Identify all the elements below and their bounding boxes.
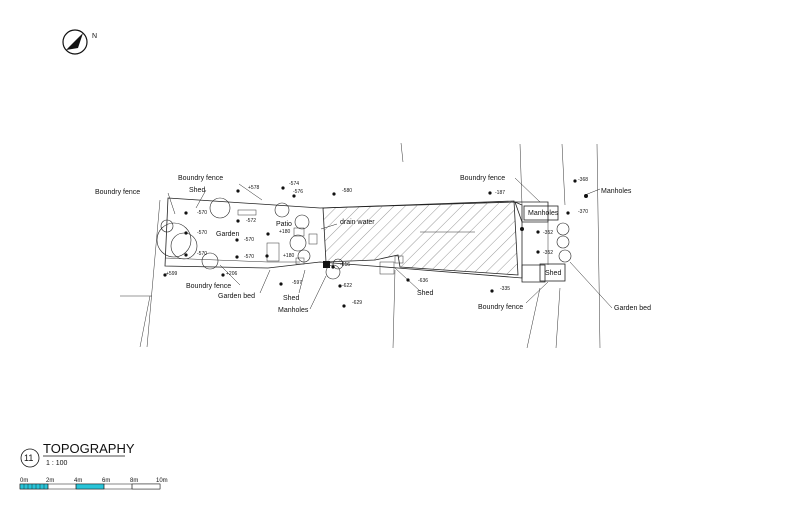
level-label: -580 [342,188,352,194]
label-shed-bottom: Shed [283,295,299,302]
level-label: +599 [166,271,177,277]
label-shed-box: Shed [545,270,561,277]
level-label: -576 [293,189,303,195]
drawing-number: 11 [24,453,33,463]
label-boundry-fence-bottom: Boundry fence [186,283,231,290]
level-label: -572 [246,218,256,224]
patio-structures [237,209,404,275]
hatched-building [322,200,519,276]
plan-labels: Boundry fence Boundry fence Shed Garden … [95,175,651,314]
level-label: -636 [418,278,428,284]
scale-tick-label: 2m [46,478,54,484]
scale-tick-label: 8m [130,478,138,484]
level-label: -187 [495,190,505,196]
label-manholes-right: Manholes [601,188,632,195]
level-label: -368 [578,177,588,183]
label-garden: Garden [216,231,239,238]
level-label: -570 [197,251,207,257]
scale-bar: 0m 2m 4m 6m 8m 10m [19,478,168,490]
level-label: -574 [289,181,299,187]
label-manholes-bottom: Manholes [278,307,309,314]
level-label: -370 [578,209,588,215]
label-boundry-fence-top: Boundry fence [178,175,223,182]
north-letter: N [92,33,97,40]
level-label: -352 [543,230,553,236]
label-garden-bed-bottom: Garden bed [218,293,255,300]
level-label: -629 [352,300,362,306]
drawing-scale: 1 : 100 [46,460,68,467]
context-lines [120,142,601,349]
label-shed-top-left: Shed [189,187,205,194]
level-label: +578 [248,185,259,191]
level-label: -335 [500,286,510,292]
level-label: -616 [340,262,350,268]
level-label: -570 [197,210,207,216]
trees [156,197,572,280]
label-drain-water: drain water [340,219,375,226]
level-label: +180 [279,229,290,235]
level-label: -570 [197,230,207,236]
scale-tick-label: 10m [156,478,168,484]
drawing-title: TOPOGRAPHY [43,441,135,456]
label-patio: Patio [276,221,292,228]
level-labels: +578 -574 -576 -580 -570 -572 -570 +180 … [166,177,588,306]
label-garden-bed-right: Garden bed [614,305,651,312]
level-label: -570 [244,237,254,243]
label-shed-mid: Shed [417,290,433,297]
label-boundry-fence-left: Boundry fence [95,189,140,196]
level-label: -352 [543,250,553,256]
level-label: -570 [244,254,254,260]
level-markers [163,179,588,308]
label-boundry-fence-bottom-right: Boundry fence [478,304,523,311]
label-boundry-fence-top-right: Boundry fence [460,175,505,182]
north-arrow: N [62,29,97,55]
right-block [514,201,566,283]
level-label: +206 [226,271,237,277]
scale-tick-label: 0m [20,478,28,484]
title-block: 11 TOPOGRAPHY 1 : 100 [20,441,135,468]
level-label: -622 [342,283,352,289]
level-label: +180 [283,253,294,259]
level-label: -597 [292,280,302,286]
scale-tick-label: 4m [74,478,82,484]
scale-tick-label: 6m [102,478,110,484]
label-manholes-box: Manholes [528,210,559,217]
